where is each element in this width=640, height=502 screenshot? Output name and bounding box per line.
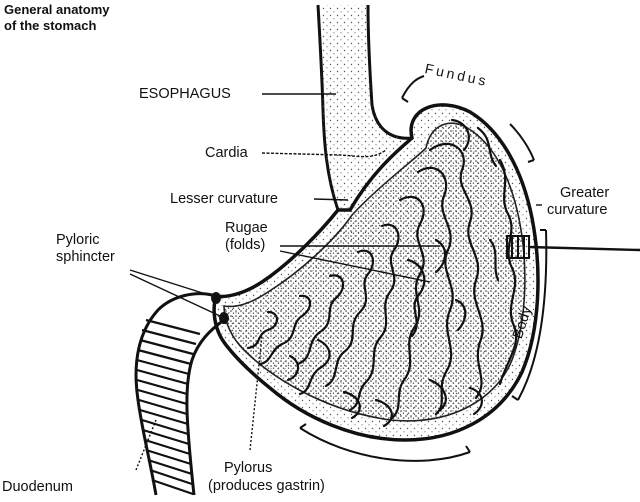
label-greater-curvature-line2: curvature — [547, 202, 607, 219]
label-pylorus-line2: (produces gastrin) — [208, 478, 325, 495]
diagram-title-line1: General anatomy — [4, 2, 110, 18]
label-rugae-line2: (folds) — [225, 237, 265, 254]
duodenum-tube — [136, 294, 224, 495]
label-esophagus: ESOPHAGUS — [139, 86, 231, 103]
label-rugae-line1: Rugae — [225, 220, 268, 237]
label-duodenum: Duodenum — [2, 479, 73, 496]
label-lesser-curvature: Lesser curvature — [170, 191, 278, 208]
label-greater-curvature-line1: Greater — [560, 185, 609, 202]
label-pylorus-line1: Pylorus — [224, 460, 272, 477]
label-pyloric-line1: Pyloric — [56, 232, 100, 249]
label-cardia: Cardia — [205, 145, 248, 162]
label-pyloric-line2: sphincter — [56, 249, 115, 266]
diagram-title-line2: of the stomach — [4, 18, 96, 34]
